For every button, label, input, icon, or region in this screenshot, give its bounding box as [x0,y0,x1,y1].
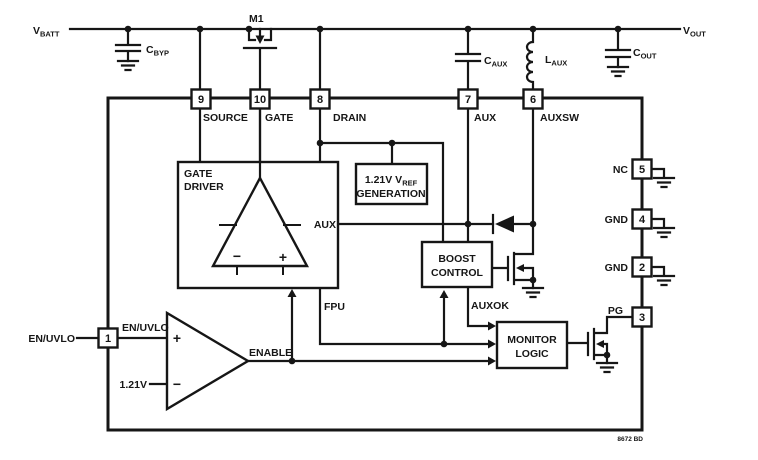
boost-control-label-1: BOOST [438,253,476,265]
monitor-logic-block [495,320,569,370]
pin-8-number: 8 [317,94,323,106]
cbyp-ground-icon [116,59,140,72]
vref-gen-label-1: 1.21V VREF [365,174,418,188]
pin-2-name: GND [605,262,629,274]
gate-driver-opamp-icon [210,107,310,275]
enable-label: ENABLE [249,347,292,359]
comparator-plus-label: + [173,330,181,346]
enable-arrow-icon [488,356,496,366]
pg-nmos-icon [565,315,634,374]
auxok-arrow-icon [488,321,496,331]
cout-label: COUT [633,47,657,61]
cout-ground-icon [606,65,630,78]
pin-10-name: GATE [265,112,293,124]
boost-nmos-ground-icon [521,286,545,299]
vout-label: VOUT [683,25,706,39]
fpu-arrow-icon [488,339,496,349]
top-rail [68,27,682,91]
pin-9-name: SOURCE [203,112,248,124]
monitor-logic-label-2: LOGIC [515,348,549,360]
monitor-logic-label-1: MONITOR [507,334,557,346]
pin-9-number: 9 [198,94,204,106]
drain-to-boost-wire [318,141,445,244]
boost-enable-arrow-icon [439,290,449,298]
pin-5-name: NC [613,164,629,176]
cbyp-capacitor [114,27,142,63]
pin-1-name: EN/UVLO [28,333,75,345]
pin-8-drain [309,88,331,110]
laux-inductor [525,27,535,91]
gate-driver-label-2: DRIVER [184,181,224,193]
laux-label: LAUX [545,54,567,68]
fpu-wire [318,286,490,346]
auxok-label: AUXOK [471,300,509,312]
pin-7-aux [457,88,479,110]
boost-control-label-2: CONTROL [431,267,483,279]
fpu-label: FPU [324,301,345,313]
vref-generation-block [354,162,429,206]
vref-gen-label-2: GENERATION [356,188,425,200]
pin-6-auxsw [522,88,544,110]
pin-7-number: 7 [465,94,471,106]
pin-10-number: 10 [254,94,266,106]
opamp-plus-label: + [279,249,287,265]
pin-10-gate [249,88,271,110]
pin-7-name: AUX [474,112,496,124]
cbyp-label: CBYP [146,44,169,58]
cout-capacitor [604,27,632,69]
pin-5-number: 5 [639,164,645,176]
comparator-minus-label: − [173,376,181,392]
gnd2-ground-icon [650,265,676,287]
auxok-wire [466,285,490,328]
pin-1-number: 1 [105,333,111,345]
pin-2-gnd [631,256,653,278]
pin-2-number: 2 [639,262,645,274]
aux-diode-icon [491,213,514,235]
pin-4-number: 4 [639,214,646,226]
nc-ground-icon [650,167,676,189]
opamp-minus-label: − [233,248,241,264]
labels: VBATT VOUT CBYP CAUX LAUX COUT M1 9 10 8… [28,13,706,443]
junction-dots [124,25,622,365]
pin-1-en-uvlo [97,327,119,349]
caux-label: CAUX [484,55,507,69]
vbatt-label: VBATT [33,25,60,39]
pin-8-name: DRAIN [333,112,366,124]
boost-control-block [420,240,494,289]
signal-arrowheads [287,289,496,366]
pin-3-number: 3 [639,312,645,324]
pin-9-source [190,88,212,110]
boost-nmos-icon [490,222,545,299]
pin-4-name: GND [605,214,629,226]
en-uvlo-internal-label: EN/UVLO [122,322,169,334]
pin-5-nc [631,158,653,180]
vref-1p21-label: 1.21V [120,379,147,391]
gnd4-ground-icon [650,217,676,239]
pin-3-name: PG [608,305,623,317]
aux-port-label: AUX [314,219,336,231]
gate-driver-enable-arrow-icon [287,289,297,297]
gate-driver-label-1: GATE [184,168,212,180]
caux-capacitor [454,27,482,91]
pg-nmos-ground-icon [595,361,619,374]
figure-tag: 8672 BD [617,436,643,443]
m1-label: M1 [249,13,264,25]
pin-4-gnd [631,208,653,230]
pin-boxes [97,88,653,349]
m1-mosfet-icon [242,27,278,91]
en-uvlo-comparator-icon [165,310,251,412]
pin-6-name: AUXSW [540,112,579,124]
right-pin-grounds [650,167,676,287]
pin-3-pg [631,306,653,328]
pin-6-number: 6 [530,94,536,106]
